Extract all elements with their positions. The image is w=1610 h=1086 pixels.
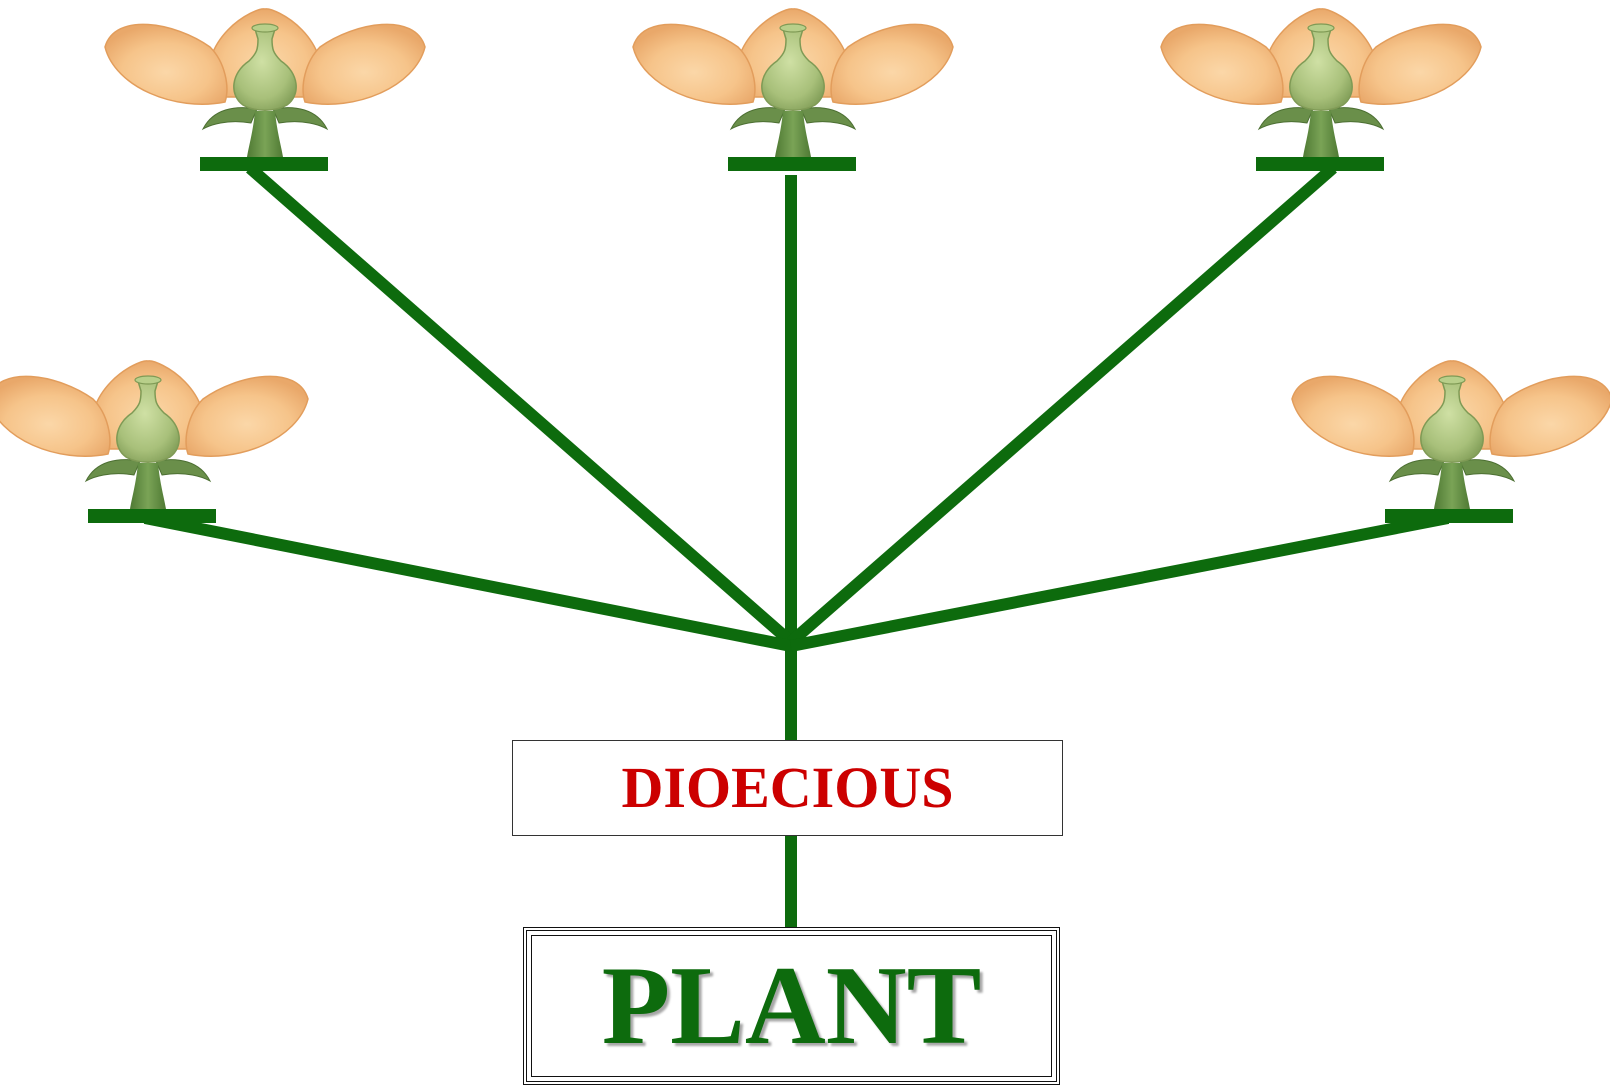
flower-top-left bbox=[105, 9, 425, 157]
branch-top-right bbox=[791, 168, 1333, 642]
plant-root-box: PLANT bbox=[523, 927, 1060, 1085]
branch-middle-left bbox=[145, 518, 791, 646]
plant-label: PLANT bbox=[602, 950, 982, 1062]
flower-icon bbox=[1161, 9, 1481, 157]
flower-icon bbox=[0, 361, 308, 509]
flower-icon bbox=[105, 9, 425, 157]
flower-top-right bbox=[1161, 9, 1481, 157]
branch-middle-right bbox=[791, 518, 1448, 646]
bar-top-left bbox=[200, 157, 328, 171]
bar-middle-right bbox=[1385, 509, 1513, 523]
branch-top-left bbox=[250, 168, 791, 642]
flower-icon bbox=[633, 9, 953, 157]
flower-middle-right bbox=[1292, 361, 1610, 509]
bar-top-right bbox=[1256, 157, 1384, 171]
flower-top-center bbox=[633, 9, 953, 157]
bar-top-center bbox=[728, 157, 856, 171]
bar-middle-left bbox=[88, 509, 216, 523]
dioecious-label: DIOECIOUS bbox=[622, 759, 954, 817]
flower-icon bbox=[1292, 361, 1610, 509]
dioecious-label-box: DIOECIOUS bbox=[512, 740, 1063, 836]
flower-middle-left bbox=[0, 361, 308, 509]
